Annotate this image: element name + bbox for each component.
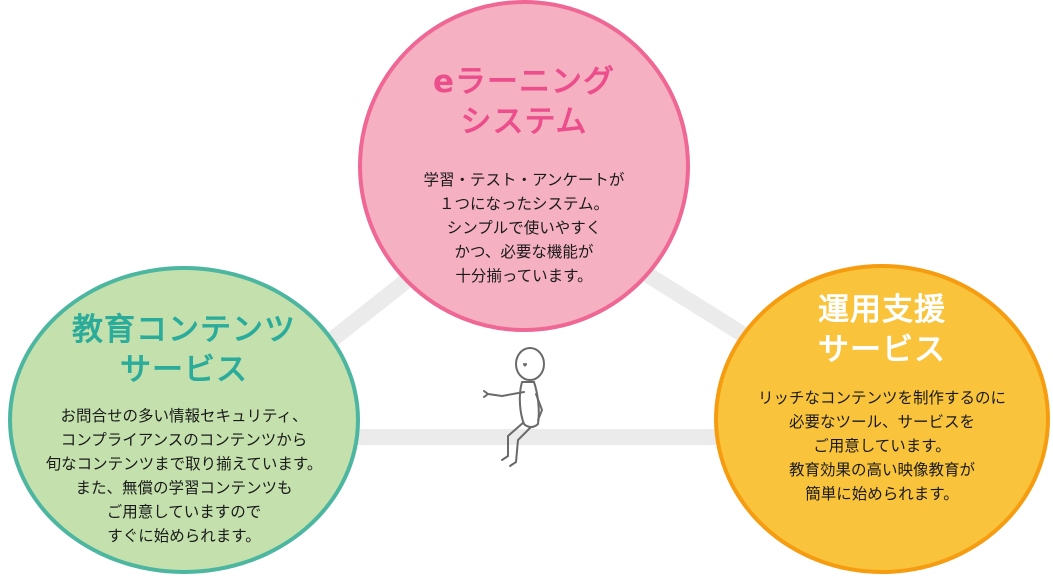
elearning-system-circle: eラーニング システム 学習・テスト・アンケートが １つになったシステム。 シン… <box>358 0 690 332</box>
operation-support-service-description: リッチなコンテンツを制作するのに 必要なツール、サービスを ご用意しています。 … <box>757 389 1006 503</box>
operation-support-service-title: 運用支援 サービス <box>818 292 946 368</box>
elearning-system-title: eラーニング システム <box>432 64 616 140</box>
connector-elearning-support <box>635 263 765 352</box>
operation-support-service-circle: 運用支援 サービス リッチなコンテンツを制作するのに 必要なツール、サービスを … <box>714 264 1050 574</box>
education-content-service-description: お問合せの多い情報セキュリティ、 コンプライアンスのコンテンツから 旬なコンテン… <box>45 407 323 545</box>
elearning-system-description: 学習・テスト・アンケートが １つになったシステム。 シンプルで使いやすく かつ、… <box>423 171 625 285</box>
education-content-service-circle: 教育コンテンツ サービス お問合せの多い情報セキュリティ、 コンプライアンスのコ… <box>8 266 360 574</box>
education-content-service-title: 教育コンテンツ サービス <box>72 312 296 388</box>
sitting-stick-figure-icon <box>483 347 545 467</box>
